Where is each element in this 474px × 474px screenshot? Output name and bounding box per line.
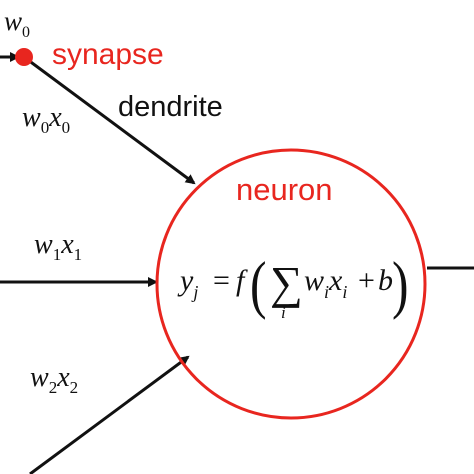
formula-f: f — [236, 264, 248, 297]
formula-y: yj — [177, 264, 198, 302]
dendrite-arrow-x0 — [23, 55, 196, 185]
formula-sigma: ∑ — [270, 257, 303, 308]
synapse-label: synapse — [52, 38, 164, 71]
w0-base: w — [4, 6, 22, 36]
weight-w1x1-label: w1x1 — [34, 229, 82, 264]
w0-subscript: 0 — [22, 24, 30, 41]
formula-right-paren: ) — [392, 248, 409, 321]
weight-w0-label: w0 — [4, 6, 30, 41]
formula-sum-index: i — [281, 303, 286, 322]
formula-equals: = — [213, 264, 230, 297]
formula-left-paren: ( — [250, 248, 267, 321]
neuron-label: neuron — [236, 172, 333, 207]
activation-formula: yj = f ( ∑ i wixi + b ) — [177, 248, 409, 322]
synapse-dot — [15, 48, 33, 66]
input-arrow-x2 — [29, 355, 190, 474]
dendrite-label: dendrite — [118, 91, 223, 123]
neuron-body — [155, 148, 427, 420]
formula-plus: + — [358, 264, 375, 297]
formula-wx-term: wixi — [304, 264, 347, 302]
weight-w2x2-label: w2x2 — [30, 362, 78, 397]
weight-w0x0-label: w0x0 — [22, 102, 70, 137]
formula-b: b — [378, 264, 393, 297]
